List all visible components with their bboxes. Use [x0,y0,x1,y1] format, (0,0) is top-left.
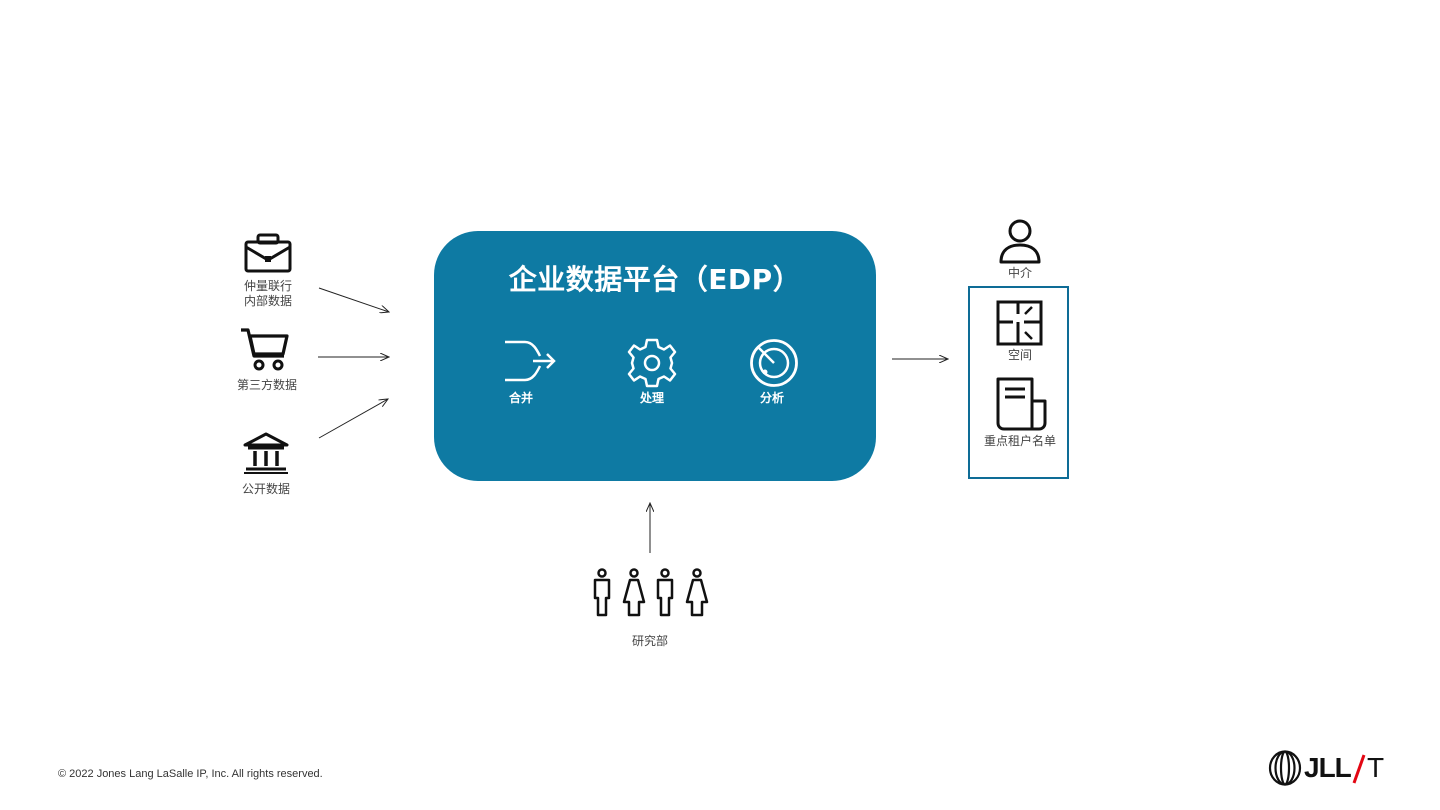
briefcase-icon [244,233,292,273]
people-group-icon [593,568,709,617]
source-label-internal: 仲量联行 内部数据 [243,279,292,308]
person-icon [999,219,1041,264]
agent-label: 中介 [1007,266,1032,280]
arrow-public [318,399,388,439]
step-label-analyze: 分析 [759,391,784,405]
space-label: 空间 [1007,348,1032,362]
floor-plan-icon [996,300,1043,346]
source-label-third-party: 第三方数据 [236,378,297,392]
jll-logo-suffix: T [1367,752,1385,783]
merge-arrow-icon [505,340,556,382]
shopping-cart-icon [241,328,289,371]
jll-logo: JLL T [1268,750,1388,788]
source-label-public: 公开数据 [241,482,290,496]
gear-icon [627,338,677,388]
bank-building-icon [243,432,289,474]
jll-logo-slash [1352,754,1366,784]
key-tenant-list-label: 重点租户名单 [983,434,1056,448]
edp-title: 企业数据平台（EDP） [508,263,802,296]
step-label-process: 处理 [639,391,664,405]
jll-logo-text: JLL [1304,752,1352,783]
copyright-text: © 2022 Jones Lang LaSalle IP, Inc. All r… [58,768,323,780]
document-list-icon [996,377,1047,431]
arrow-internal [318,287,389,312]
research-label: 研究部 [631,634,668,648]
step-label-merge: 合并 [508,391,533,405]
output-box [968,286,1069,479]
radar-icon [750,339,798,387]
jll-globe-icon [1268,750,1302,786]
